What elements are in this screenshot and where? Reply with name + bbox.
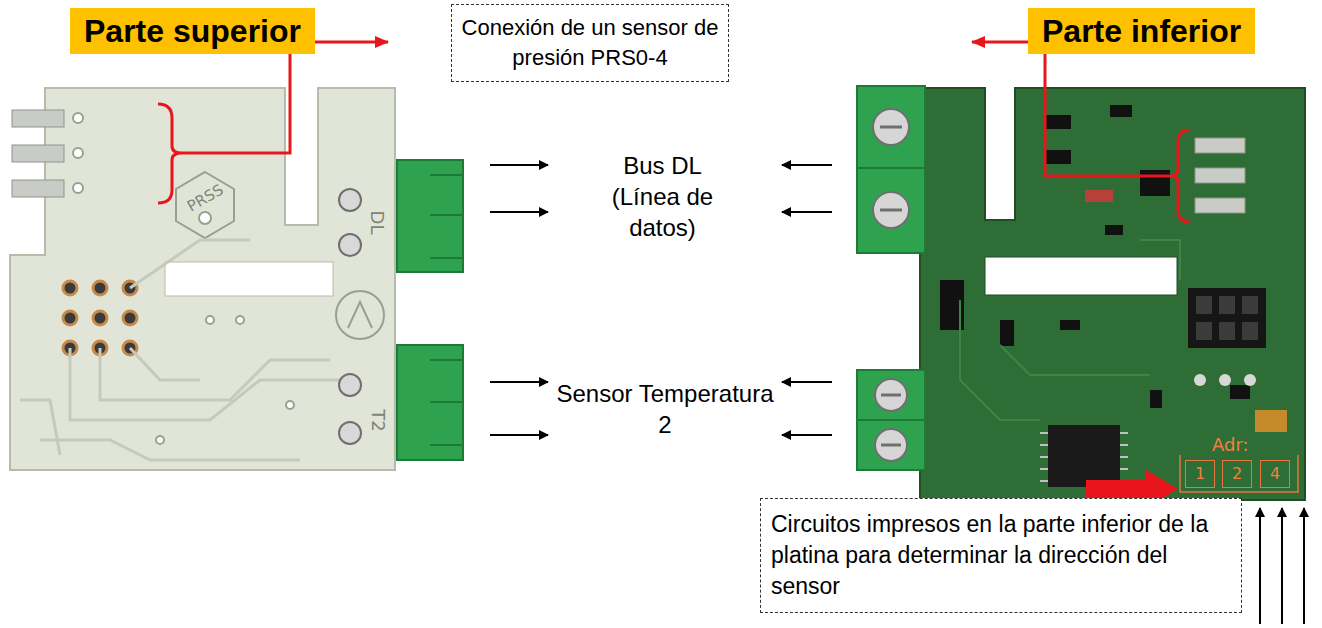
box-text: 1 [1186,463,1214,485]
silkscreen-text: DL [367,211,388,235]
silkscreen-text: Adr: [1212,434,1249,455]
view-title: Parte inferior [1028,8,1255,54]
box-text: 4 [1261,463,1289,485]
callout-box: Circuitos impresos en la parte inferior … [760,498,1242,613]
address-pad: 4 [1260,460,1290,488]
box-text: Conexión de un sensor de presión PRS0-4 [460,13,720,73]
box-text: Parte superior [84,11,301,51]
box-text: 2 [1223,463,1251,485]
callout-box: Conexión de un sensor de presión PRS0-4 [451,4,729,82]
box-text: Circuitos impresos en la parte inferior … [771,509,1231,602]
pcb-top-side [10,42,463,470]
address-pad: 2 [1222,460,1252,488]
signal-label: Bus DL (Línea de datos) [590,150,735,243]
address-pad: 1 [1185,460,1215,488]
silkscreen-text: PRSS [184,181,226,216]
view-title: Parte superior [70,8,315,54]
silkscreen-text: T2 [368,409,389,431]
signal-label: Sensor Temperatura 2 [555,378,775,440]
box-text: Parte inferior [1042,11,1241,51]
